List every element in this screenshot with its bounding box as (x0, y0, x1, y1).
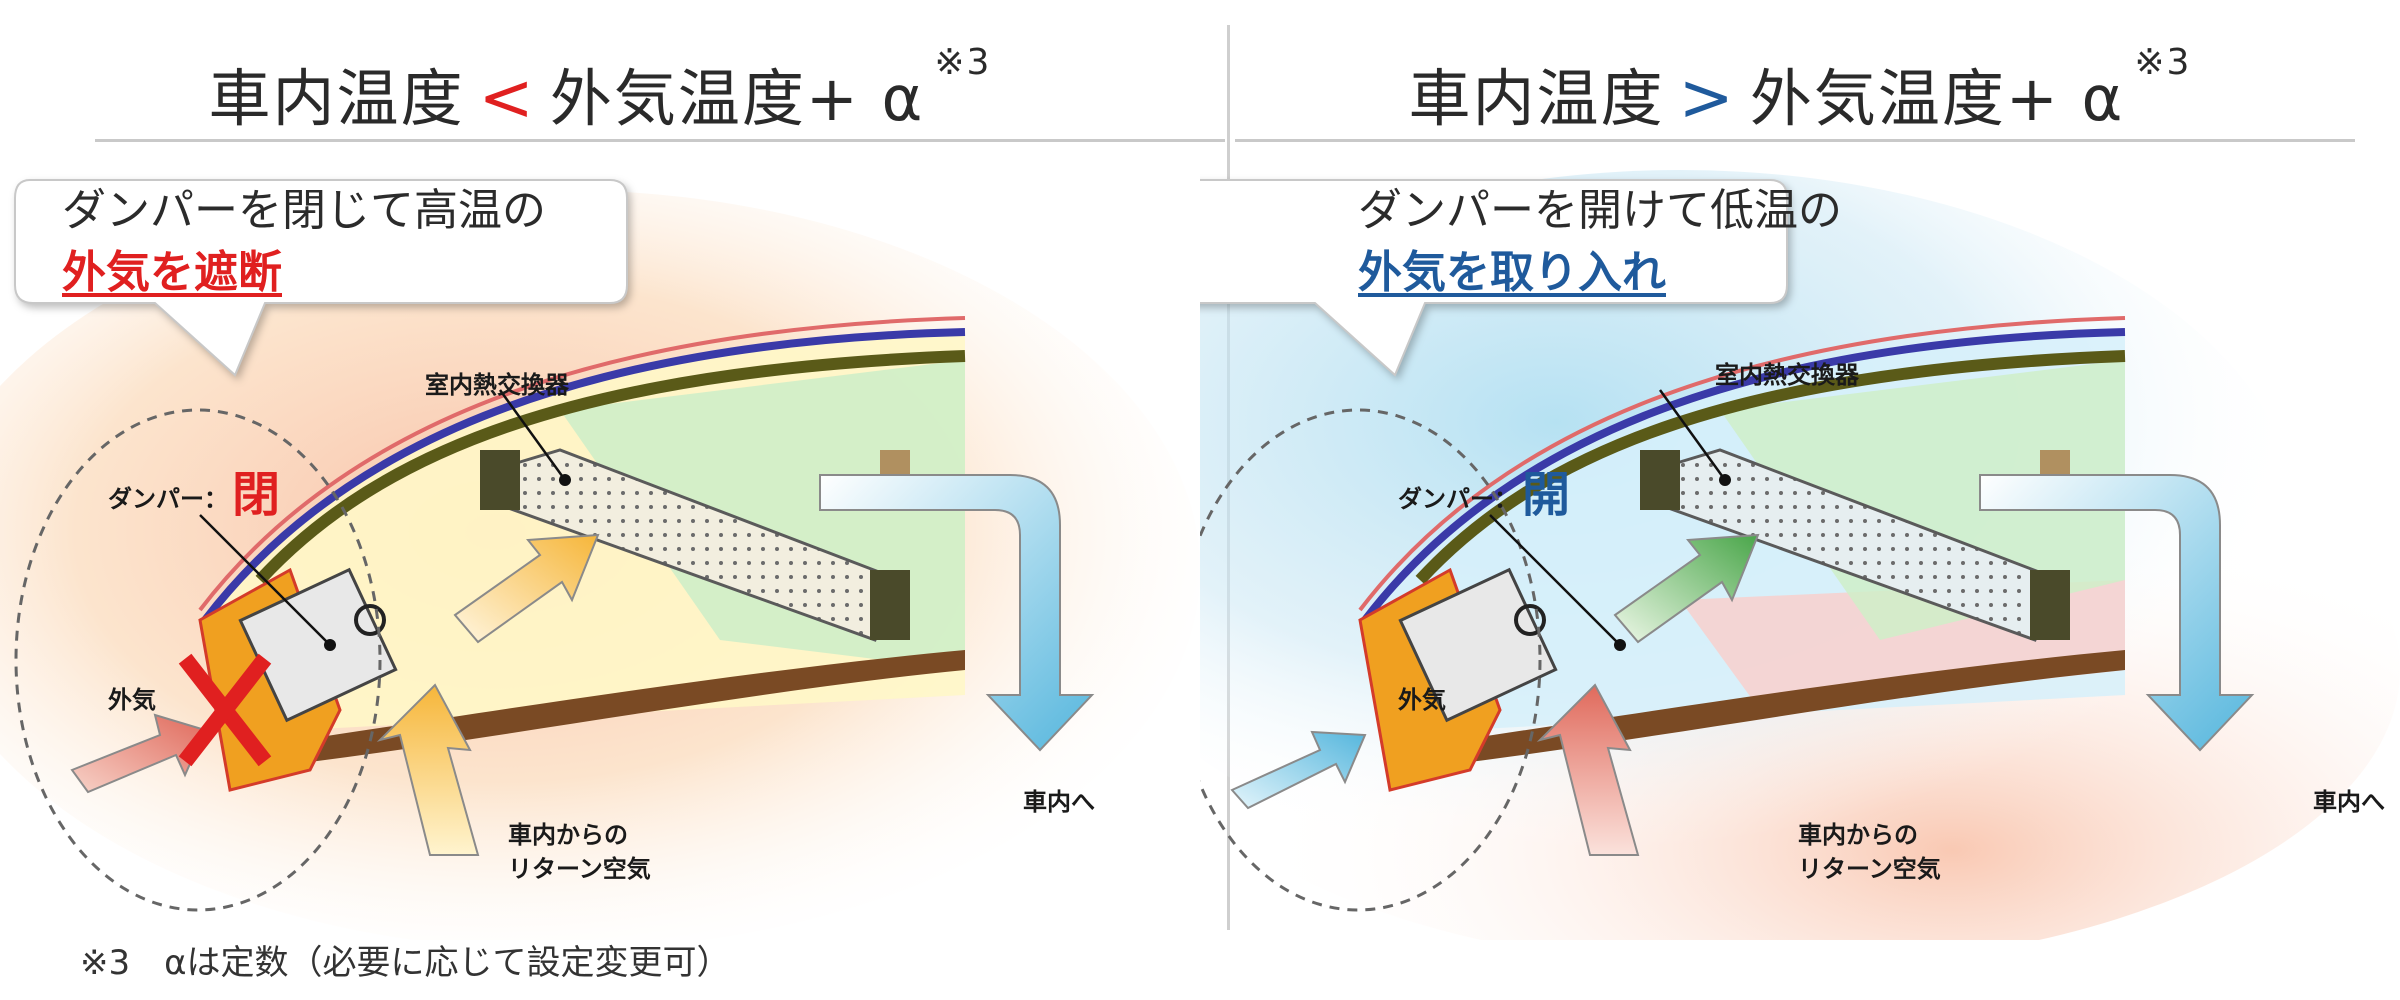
to-cabin-arrow (1979, 474, 2255, 752)
outside-air-arrow (1230, 730, 1367, 810)
callout-bubble (14, 179, 628, 377)
return-line-2: リターン空気 (1798, 855, 1941, 883)
callout-text-right: ダンパーを開けて低温の 外気を取り入れ (1358, 180, 1842, 304)
airflow-arrow (453, 533, 600, 644)
hvac-diagram-open (1200, 170, 2400, 940)
hvac-diagram-closed (0, 179, 1200, 940)
damper-state: 閉 (232, 467, 281, 523)
condition-title-right: 車内温度>外気温度+ α※3 (1200, 42, 2400, 138)
heat-exchanger-label: 室内熱交換器 (1715, 361, 1859, 389)
damper-label: ダンパー：閉 (108, 455, 280, 525)
title-rule (1235, 139, 2355, 142)
panel-closed: 車内温度<外気温度+ α※3 (0, 0, 1225, 940)
footnote: ※3 αは定数（必要に応じて設定変更可） (80, 943, 731, 983)
callout-line: ダンパーを開けて低温の (1358, 185, 1842, 236)
return-air-arrow (376, 683, 480, 856)
title-rule (95, 139, 1225, 142)
return-air-label: 車内からの リターン空気 (1798, 818, 1941, 886)
heat-exchanger-label: 室内熱交換器 (425, 371, 569, 399)
callout-emphasis: 外気を取り入れ (1358, 247, 1666, 298)
return-line-1: 車内からの (508, 821, 628, 849)
return-air-arrow (1536, 683, 1640, 856)
to-cabin-label: 車内へ (1023, 788, 1095, 816)
to-cabin-label: 車内へ (2313, 788, 2385, 816)
callout-bubble (1200, 179, 1788, 377)
damper-label: ダンパー：開 (1398, 455, 1570, 525)
cabin-temp-label: 車内温度 (1408, 62, 1665, 135)
note-mark: ※3 (2134, 42, 2192, 83)
outside-air-label: 外気 (1398, 686, 1446, 714)
outside-temp-label: 外気温度+ α (549, 62, 925, 135)
blocked-x-icon (178, 653, 272, 767)
damper-text: ダンパー： (108, 485, 228, 513)
return-line-1: 車内からの (1798, 821, 1918, 849)
to-cabin-arrow (819, 474, 1095, 752)
damper-text: ダンパー： (1398, 485, 1518, 513)
callout-text-left: ダンパーを閉じて高温の 外気を遮断 (62, 180, 546, 304)
callout-line: ダンパーを閉じて高温の (62, 185, 546, 236)
condition-title-left: 車内温度<外気温度+ α※3 (0, 42, 1200, 138)
return-air-label: 車内からの リターン空気 (508, 818, 651, 886)
note-mark: ※3 (934, 42, 992, 83)
outside-temp-label: 外気温度+ α (1749, 62, 2125, 135)
less-than-operator: < (478, 59, 536, 136)
airflow-arrow (1613, 533, 1760, 644)
panel-open: 車内温度>外気温度+ α※3 (1200, 0, 2400, 940)
damper-state: 開 (1522, 467, 1571, 523)
return-line-2: リターン空気 (508, 855, 651, 883)
cabin-temp-label: 車内温度 (208, 62, 465, 135)
outside-air-label: 外気 (108, 686, 156, 714)
callout-emphasis: 外気を遮断 (62, 247, 282, 298)
greater-than-operator: > (1678, 59, 1736, 136)
